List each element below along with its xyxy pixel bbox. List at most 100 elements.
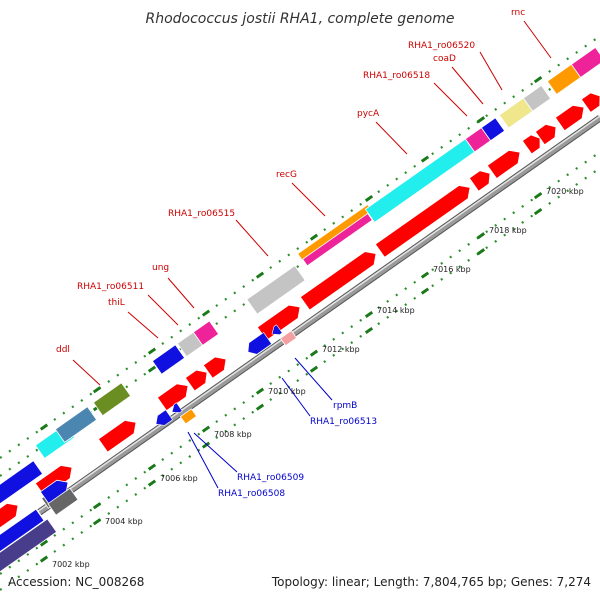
gene-arrow[interactable] (153, 409, 173, 429)
tick-mark (476, 232, 486, 240)
gene-label-rha1-ro06515[interactable]: RHA1_ro06515 (168, 209, 235, 219)
tick-mark (533, 208, 543, 216)
gene-block[interactable] (47, 487, 79, 516)
gene-block[interactable] (92, 382, 132, 417)
tick-mark (39, 555, 49, 563)
tick-label: 7020 kbp (546, 187, 584, 196)
tick-label: 7014 kbp (377, 306, 415, 315)
tick-mark (39, 539, 49, 547)
tick-mark (476, 248, 486, 256)
label-leader-lines (72, 20, 552, 489)
gene-label-rnc[interactable]: rnc (511, 8, 525, 18)
gene-label-thil[interactable]: thiL (108, 298, 125, 308)
gene-label-coad[interactable]: coaD (433, 54, 456, 64)
tick-mark (147, 479, 157, 487)
gene-block[interactable] (480, 117, 506, 142)
leader-line (291, 182, 326, 217)
gene-label-rha1-ro06511[interactable]: RHA1_ro06511 (77, 282, 144, 292)
cds-arrow[interactable] (156, 379, 192, 412)
leader-line (72, 359, 101, 386)
gene-block[interactable] (0, 508, 45, 553)
tick-mark (201, 425, 211, 433)
gene-block[interactable] (279, 329, 298, 347)
gene-block[interactable] (151, 344, 186, 375)
tick-label: 7010 kbp (268, 387, 306, 396)
feature-blocks (0, 46, 600, 573)
leader-line (187, 431, 219, 489)
tick-mark (39, 423, 49, 431)
tick-label: 7008 kbp (214, 430, 252, 439)
tick-mark (147, 347, 157, 355)
gene-label-rha1-ro06518[interactable]: RHA1_ro06518 (363, 71, 430, 81)
leader-line (451, 66, 484, 105)
tick-mark (255, 403, 265, 411)
gene-labels: ddl thiL RHA1_ro06511 ung RHA1_ro06515 recG py… (56, 8, 525, 499)
tick-mark (309, 233, 319, 241)
gene-label-recg[interactable]: recG (276, 170, 297, 180)
cds-arrow[interactable] (554, 101, 588, 132)
gene-block[interactable] (246, 265, 306, 315)
gene-block[interactable] (302, 212, 373, 267)
tick-label: 7006 kbp (160, 474, 198, 483)
cds-arrow[interactable] (486, 146, 524, 180)
gene-label-ung[interactable]: ung (152, 263, 169, 273)
genome-backbone (0, 115, 600, 543)
cds-arrow[interactable] (202, 353, 230, 379)
leader-line (523, 20, 552, 59)
leader-line (127, 311, 159, 339)
gene-arrow[interactable] (244, 332, 273, 357)
gene-label-pyca[interactable]: pycA (357, 109, 380, 119)
leader-line (235, 219, 269, 257)
gene-arrow[interactable] (269, 324, 283, 338)
gene-block[interactable] (297, 203, 373, 261)
tick-mark (92, 386, 102, 394)
tick-mark (420, 155, 430, 163)
gene-label-rha1-ro06520[interactable]: RHA1_ro06520 (408, 41, 475, 51)
leader-line (167, 277, 195, 309)
genome-summary-label: Topology: linear; Length: 7,804,765 bp; … (271, 575, 591, 589)
cds-arrow[interactable] (0, 499, 23, 529)
tick-mark (201, 441, 211, 449)
leader-line (433, 82, 468, 117)
gene-block[interactable] (179, 408, 198, 425)
tick-label: 7012 kbp (322, 345, 360, 354)
leader-line (479, 51, 503, 91)
tick-mark (420, 271, 430, 279)
cds-arrow[interactable] (97, 416, 140, 453)
tick-mark (533, 192, 543, 200)
leader-line (375, 121, 408, 155)
gene-block[interactable] (0, 518, 58, 573)
cds-arrow[interactable] (299, 247, 380, 311)
tick-mark (92, 518, 102, 526)
cds-arrow[interactable] (534, 120, 560, 146)
cds-arrow[interactable] (580, 89, 600, 113)
tick-mark (147, 365, 157, 373)
cds-arrow[interactable] (521, 132, 544, 155)
gene-label-rha1-ro06513[interactable]: RHA1_ro06513 (310, 417, 377, 427)
leader-line (281, 377, 311, 417)
gene-label-rha1-ro06509[interactable]: RHA1_ro06509 (237, 473, 304, 483)
gene-arrow[interactable] (169, 402, 183, 416)
leader-line (294, 357, 333, 401)
gene-label-ddl[interactable]: ddl (56, 345, 70, 355)
gene-block[interactable] (192, 320, 220, 346)
gene-block[interactable] (54, 406, 98, 443)
gene-arrow[interactable] (39, 476, 72, 506)
tick-mark (201, 309, 211, 317)
tick-mark (255, 271, 265, 279)
tick-label: 7016 kbp (433, 265, 471, 274)
gene-block[interactable] (522, 84, 552, 112)
cds-arrow[interactable] (374, 181, 474, 258)
gene-block[interactable] (364, 138, 476, 223)
tick-label: 7018 kbp (489, 226, 527, 235)
tick-mark (364, 326, 374, 335)
cds-arrow[interactable] (184, 366, 211, 392)
gene-label-rha1-ro06508[interactable]: RHA1_ro06508 (218, 489, 285, 499)
leader-line (147, 294, 179, 326)
gene-label-rpmb[interactable]: rpmB (333, 401, 357, 411)
cds-arrow[interactable] (468, 167, 494, 192)
accession-label: Accession: NC_008268 (8, 575, 144, 589)
gene-block[interactable] (0, 460, 44, 505)
